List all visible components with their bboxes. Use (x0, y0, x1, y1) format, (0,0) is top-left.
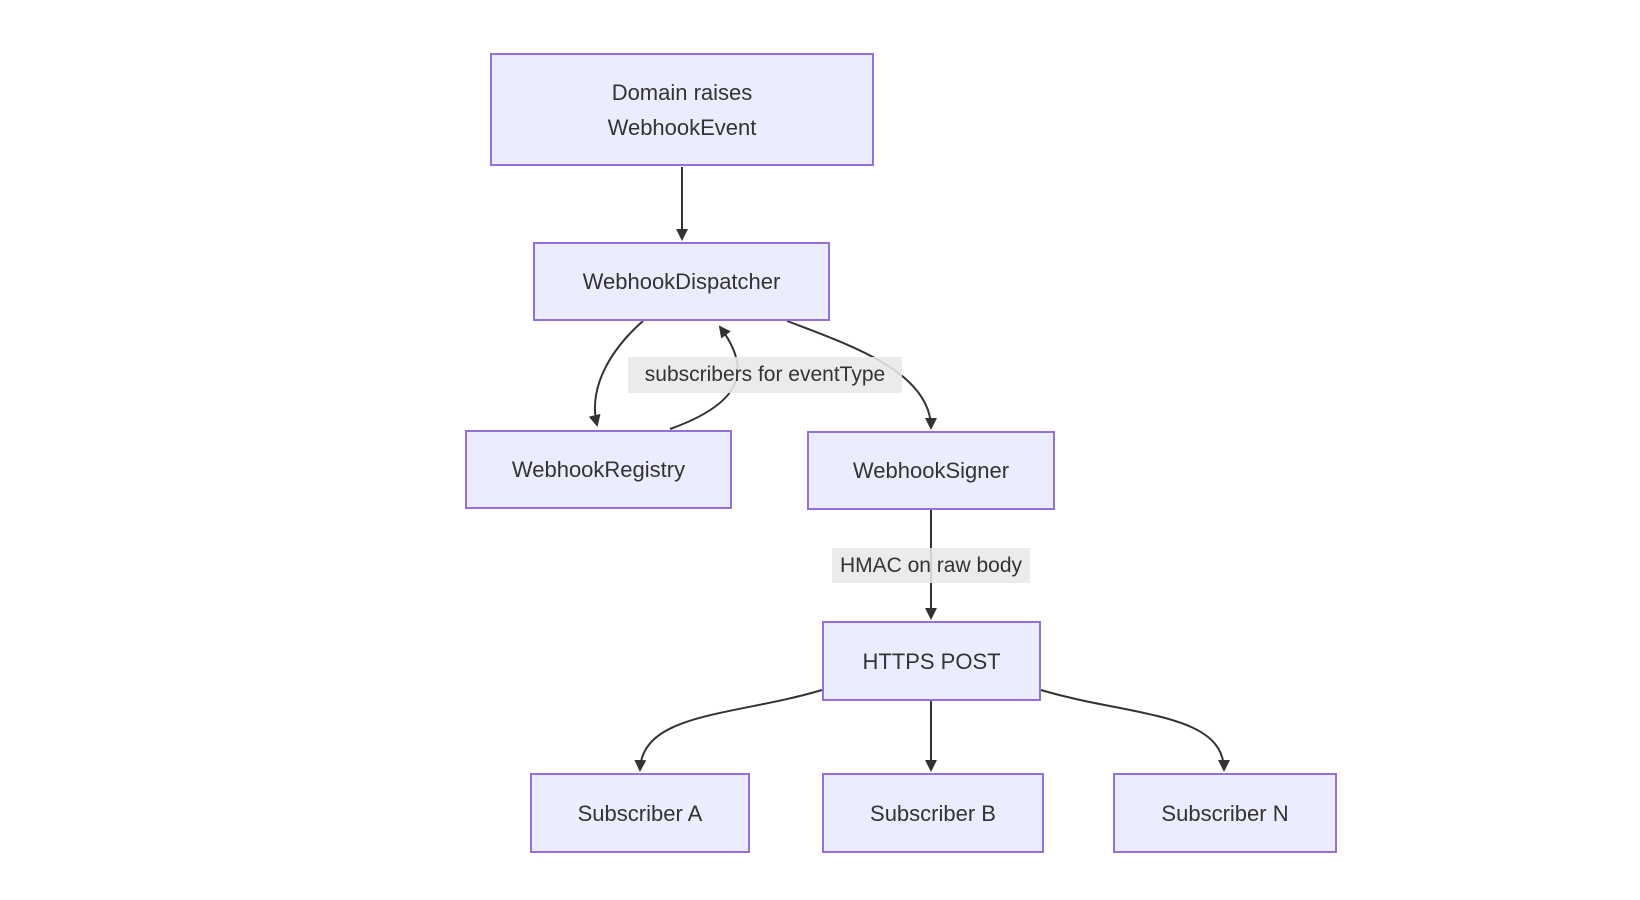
node-webhook-signer: WebhookSigner (807, 431, 1055, 510)
edge-label-hmac-on-raw-body: HMAC on raw body (832, 548, 1030, 583)
edge-dispatcher-to-registry (588, 320, 644, 427)
edge-label-subscribers-for-eventtype: subscribers for eventType (628, 357, 902, 393)
node-webhook-dispatcher: WebhookDispatcher (533, 242, 830, 321)
node-subscriber-b: Subscriber B (822, 773, 1044, 853)
node-label-line: Domain raises (611, 79, 753, 105)
edge-https-post-to-subscriber-a (634, 689, 823, 772)
node-subscriber-n: Subscriber N (1113, 773, 1337, 853)
node-webhook-registry: WebhookRegistry (465, 430, 732, 509)
node-label-line: WebhookEvent (607, 114, 757, 140)
node-subscriber-a: Subscriber A (530, 773, 750, 853)
node-https-post: HTTPS POST (822, 621, 1041, 701)
node-domain-event: Domain raises WebhookEvent (490, 53, 874, 166)
edge-https-post-to-subscriber-n (1040, 689, 1230, 772)
